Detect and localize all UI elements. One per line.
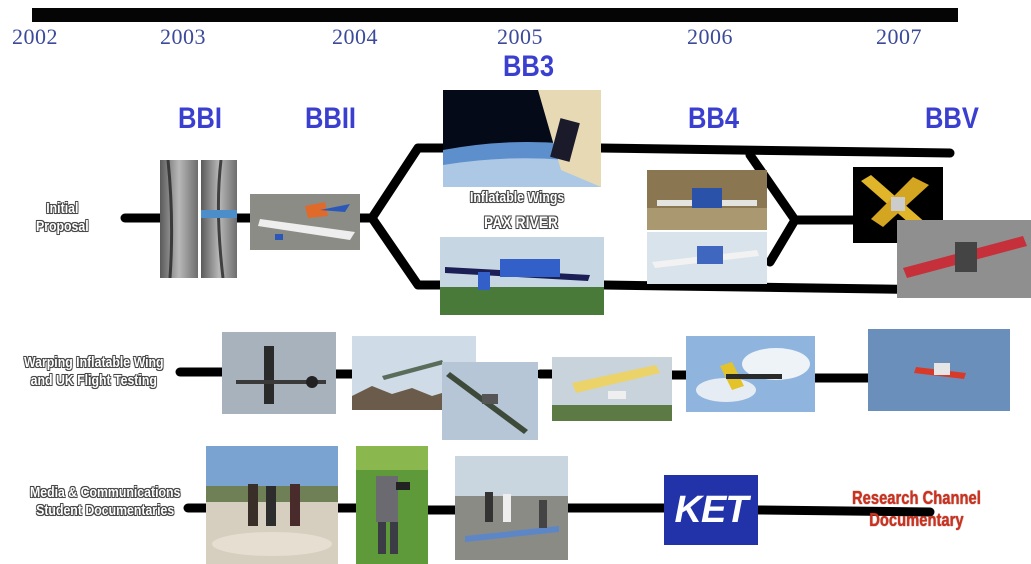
fork-pax (367, 213, 445, 290)
fork-bb3 (367, 143, 450, 223)
warping-wing-photo-3 (442, 362, 538, 440)
warping-wing-photo-4 (552, 357, 672, 421)
timeline-bar (32, 8, 958, 22)
media-photo-1 (206, 446, 338, 564)
bbi-photo-left (160, 160, 198, 278)
bbv-aircraft-photo-bottom (897, 220, 1031, 298)
warping-label: Warping Inflatable Wing and UK Flight Te… (24, 354, 164, 389)
line-pax-bottom (599, 280, 955, 295)
pax-river-label: PAX RIVER (484, 213, 559, 232)
media-label: Media & Communications Student Documenta… (30, 484, 181, 519)
bb4-aircraft-photo-top (647, 170, 767, 230)
initial-proposal-label: Initial Proposal (36, 200, 89, 235)
year-2004: 2004 (332, 24, 378, 49)
inflatable-wings-label: Inflatable Wings (470, 189, 565, 206)
generation-bbv: BBV (925, 102, 979, 135)
line-m4 (753, 505, 935, 517)
media-photo-3 (455, 456, 568, 560)
year-2007: 2007 (876, 24, 922, 49)
pax-river-aircraft-photo (440, 237, 604, 315)
generation-bbii: BBII (305, 102, 356, 135)
bbii-aircraft-photo (250, 194, 360, 250)
warping-wing-photo-1 (222, 332, 336, 414)
year-2006: 2006 (687, 24, 733, 49)
year-2002: 2002 (12, 24, 58, 49)
generation-bbi: BBI (178, 102, 222, 135)
warping-wing-photo-6 (868, 329, 1010, 411)
year-2005: 2005 (497, 24, 543, 49)
ket-logo: KET (664, 475, 758, 545)
generation-bb4: BB4 (688, 102, 740, 135)
line-bb3-top (595, 143, 955, 158)
media-photo-2 (356, 446, 428, 564)
warping-wing-photo-5 (686, 336, 815, 412)
research-channel-label: Research Channel Documentary (852, 488, 981, 530)
bbi-photo-right (201, 160, 237, 278)
bb3-space-photo (443, 90, 601, 187)
bb4-aircraft-photo-bottom (647, 232, 767, 284)
year-2003: 2003 (160, 24, 206, 49)
generation-bb3: BB3 (503, 50, 555, 83)
